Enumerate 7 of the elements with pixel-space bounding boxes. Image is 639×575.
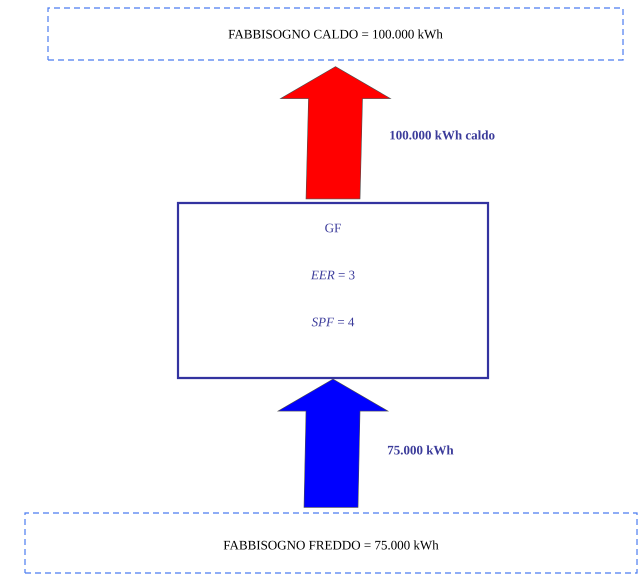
demand-box: FABBISOGNO CALDO = 100.000 kWh — [47, 7, 624, 61]
demand-box: FABBISOGNO FREDDO = 75.000 kWh — [24, 512, 638, 574]
block-arrow — [276, 378, 390, 508]
edge-label: 75.000 kWh — [388, 445, 454, 455]
unit-box: GF EER = 3 SPF = 4 — [176, 202, 490, 380]
edge-label: 100.000 kWh caldo — [390, 130, 495, 140]
block-arrow — [279, 66, 392, 200]
